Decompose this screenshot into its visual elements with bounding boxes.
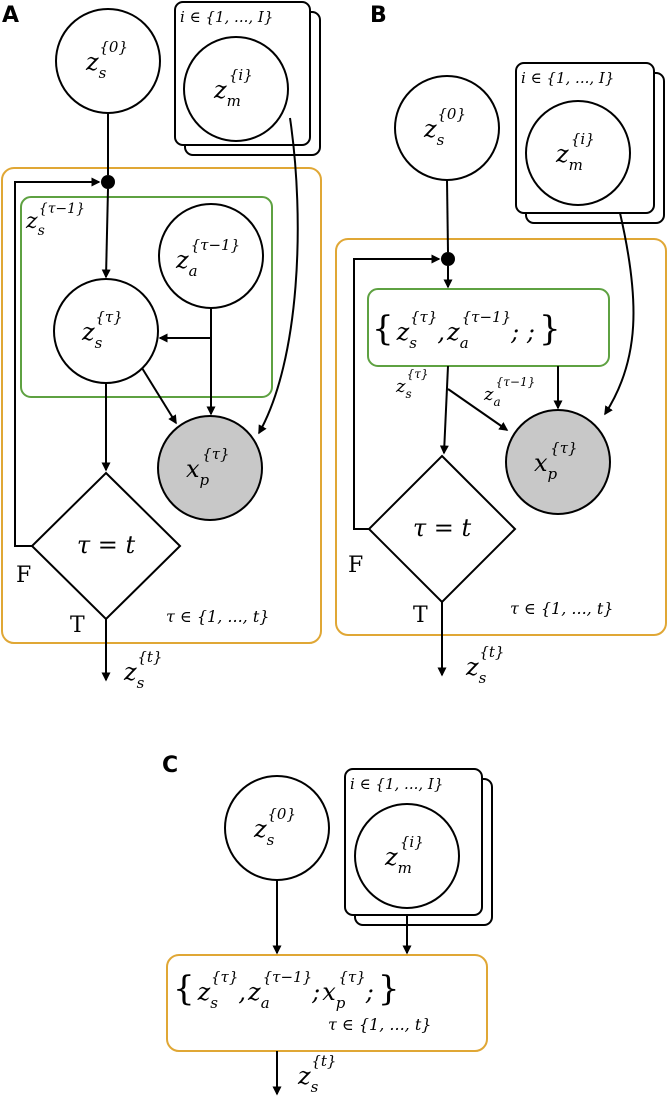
- b-zs0-label: zs{0}: [423, 105, 466, 149]
- a-tau-plate-label: τ ∈ {1, ..., t}: [166, 607, 269, 626]
- b-zs0-node: [394, 75, 500, 181]
- b-tau-plate-label: τ ∈ {1, ..., t}: [510, 599, 613, 618]
- a-zs-tau-label: zs{τ}: [81, 308, 123, 352]
- c-zm-node: [354, 803, 460, 909]
- c-zs0-label: zs{0}: [253, 805, 296, 849]
- b-xp-tau-node: [505, 409, 611, 515]
- b-junction-dot: [441, 252, 455, 266]
- a-zm-label: zm{i}: [213, 66, 253, 110]
- c-i-plate-label: i ∈ {1, ..., I}: [350, 775, 443, 793]
- b-set-label: {zs{τ},za{τ−1}; ;}: [372, 308, 561, 352]
- b-edge-zm-xp: [604, 212, 635, 416]
- a-zs-tau-node: [53, 278, 159, 384]
- b-edge-s-label: zs{τ}: [395, 367, 429, 401]
- a-zs-prev-label: zs{τ−1}: [25, 201, 85, 239]
- b-i-plate-label: i ∈ {1, ..., I}: [521, 69, 614, 87]
- a-edge-za-zs: [158, 308, 212, 343]
- b-true-label: T: [413, 603, 428, 628]
- b-tau-plate: [335, 238, 667, 636]
- c-zs0-node: [224, 775, 330, 881]
- a-xp-tau-node: [157, 415, 263, 521]
- a-inner-plate: [20, 196, 273, 398]
- a-edge-junction-zs: [101, 188, 111, 279]
- b-edge-loop-false: [353, 254, 441, 530]
- b-edge-zs0-junction: [446, 179, 449, 253]
- b-output-label: zs{t}: [465, 643, 504, 687]
- b-edge-set-xp-s: [447, 388, 509, 431]
- c-tau-plate: [166, 954, 488, 1052]
- a-za-prev-label: za{τ−1}: [175, 236, 240, 280]
- a-zm-node: [183, 36, 289, 142]
- b-false-label: F: [348, 553, 363, 578]
- a-zs0-node: [55, 8, 161, 114]
- c-output-label: zs{t}: [297, 1052, 336, 1096]
- a-junction-dot: [101, 175, 115, 189]
- c-tau-plate-label: τ ∈ {1, ..., t}: [328, 1015, 431, 1034]
- b-zm-node: [525, 100, 631, 206]
- b-zm-label: zm{i}: [555, 130, 595, 174]
- a-false-label: F: [16, 563, 31, 588]
- b-inner-plate: [367, 288, 610, 367]
- panel-c-letter: C: [162, 753, 178, 778]
- panel-a-letter: A: [2, 3, 19, 28]
- panel-a: A zs{0} i ∈ {1, ..., I} zm{i} τ ∈ {1, ..…: [1, 1, 322, 692]
- panel-b: B zs{0} i ∈ {1, ..., I} zm{i} τ ∈ {1, ..…: [335, 3, 667, 687]
- c-zm-label: zm{i}: [384, 833, 424, 877]
- a-edge-zm-xp: [258, 117, 299, 435]
- b-condition-label: τ = t: [413, 514, 472, 542]
- a-xp-tau-label: xp{τ}: [186, 445, 230, 489]
- a-true-label: T: [70, 613, 85, 638]
- a-i-plate-label: i ∈ {1, ..., I}: [180, 8, 273, 26]
- panel-b-letter: B: [370, 3, 387, 28]
- a-tau-plate: [1, 167, 322, 644]
- b-xp-tau-label: xp{τ}: [534, 439, 578, 483]
- b-edge-set-diamond: [439, 365, 449, 455]
- panel-c: C zs{0} i ∈ {1, ..., I} zm{i} τ ∈ {1, ..…: [162, 753, 493, 1096]
- a-za-prev-node: [158, 203, 264, 309]
- a-edge-loop-false: [14, 177, 101, 547]
- a-condition-label: τ = t: [77, 531, 136, 559]
- a-output-label: zs{t}: [123, 648, 162, 692]
- a-zs0-label: zs{0}: [85, 38, 128, 82]
- b-edge-a-label: za{τ−1}: [483, 375, 535, 409]
- a-edge-zs-xp: [141, 367, 177, 425]
- c-set-label: {zs{τ},za{τ−1};xp{τ};}: [173, 968, 400, 1012]
